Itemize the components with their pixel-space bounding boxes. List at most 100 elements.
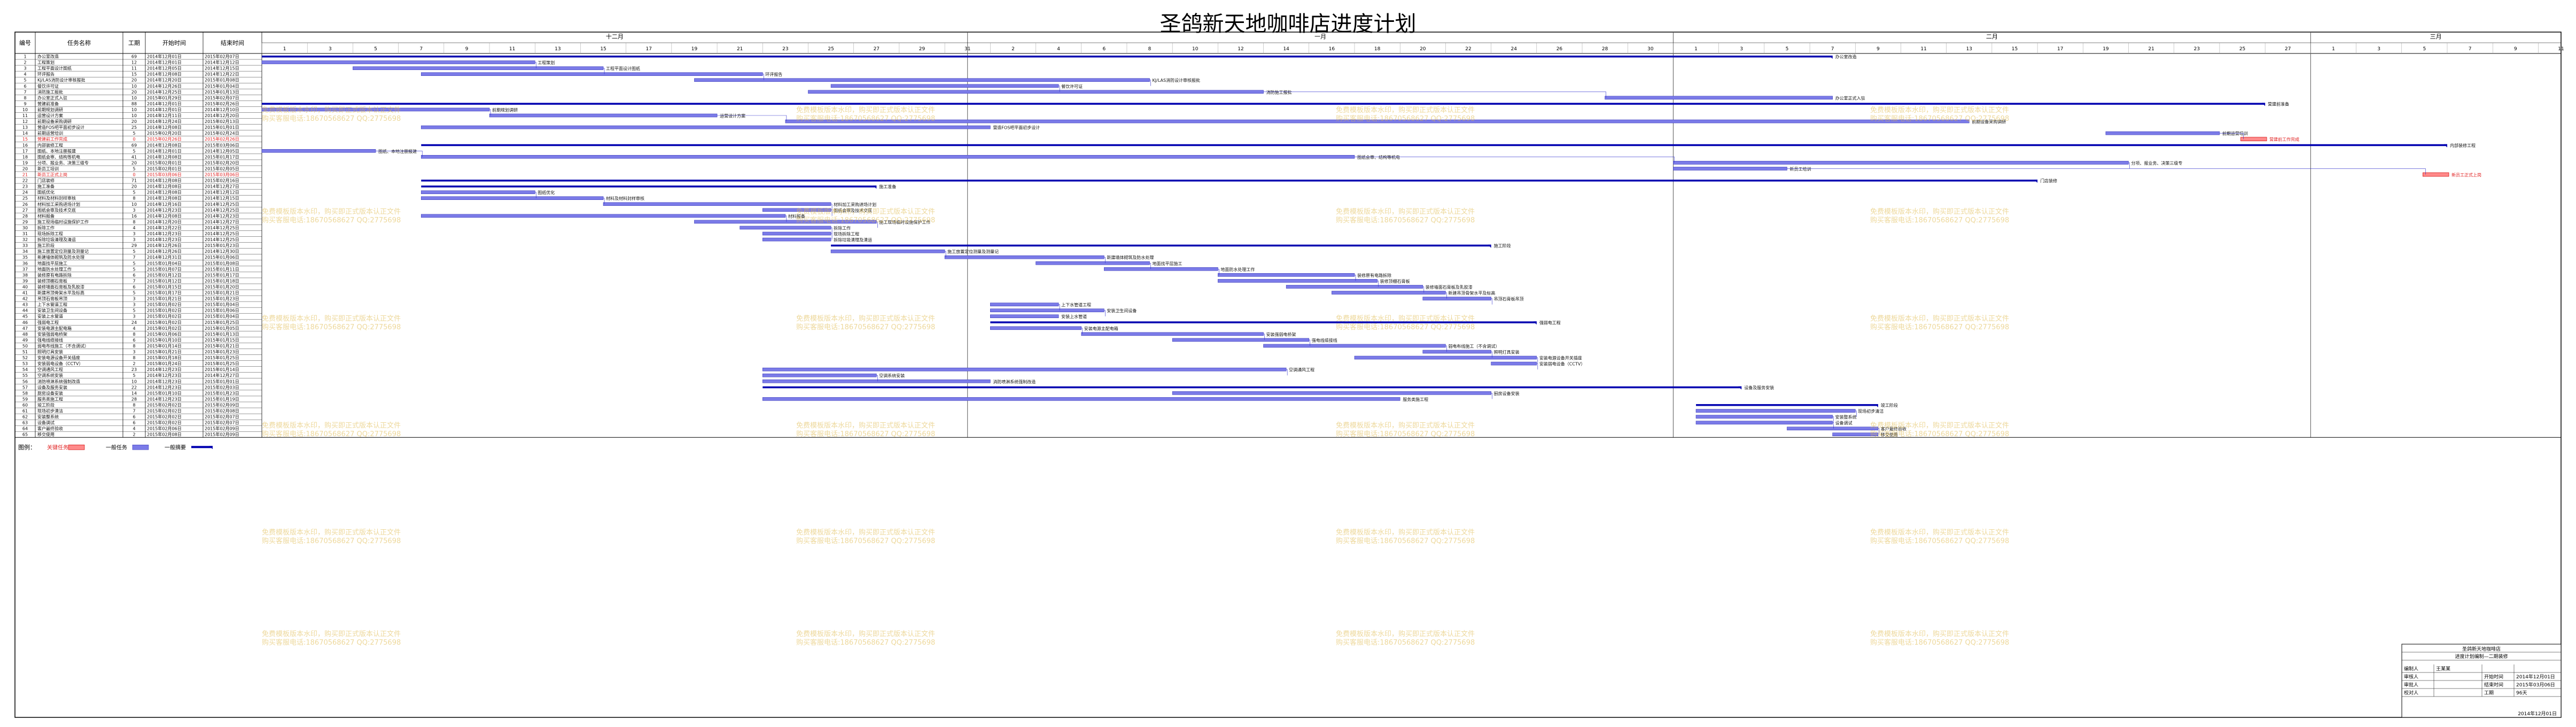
bar-label: 设备及服务安装 xyxy=(1744,385,1774,390)
task-duration: 20 xyxy=(131,90,137,95)
task-start: 2015年02月02日 xyxy=(147,414,182,420)
watermark-line1: 免费模板版本水印，购买即正式版本认正文件 xyxy=(1870,314,2009,323)
watermark-line1: 免费模板版本水印，购买即正式版本认正文件 xyxy=(1336,528,1475,537)
task-duration: 8 xyxy=(133,355,135,360)
task-bar xyxy=(785,119,1970,123)
day-label: 17 xyxy=(2057,47,2063,52)
day-label: 28 xyxy=(1602,47,1608,52)
bar-label: 安装强弱电桥架 xyxy=(1266,331,1296,337)
day-label: 5 xyxy=(374,47,377,52)
bar-label: 营建前准备 xyxy=(2268,101,2289,106)
bar-label: KJ/LAS消防设计审核报批 xyxy=(1153,78,1201,83)
bar-label: 图纸、本地注册报建 xyxy=(378,149,417,154)
task-name: 吊顶石膏板吊顶 xyxy=(37,296,67,301)
task-start: 2015年02月01日 xyxy=(147,160,182,165)
info-cell: 编制人 xyxy=(2404,666,2418,672)
task-duration: 88 xyxy=(131,102,137,106)
task-bar xyxy=(261,149,376,153)
task-end: 2015年01月20日 xyxy=(205,284,239,289)
task-bar xyxy=(1695,421,1833,424)
task-duration: 16 xyxy=(131,214,137,219)
task-bar xyxy=(1286,285,1423,289)
task-duration: 5 xyxy=(133,166,135,171)
bar-label: 地面找平层施工 xyxy=(1153,261,1182,266)
task-end: 2014年12月27日 xyxy=(205,184,239,189)
task-bar xyxy=(421,155,1355,159)
day-label: 3 xyxy=(329,47,332,52)
task-name: KJ/LAS消防设计审核报批 xyxy=(37,78,85,83)
task-id: 26 xyxy=(22,202,28,207)
task-duration: 8 xyxy=(133,196,135,201)
task-duration: 25 xyxy=(131,125,137,130)
task-start: 2015年01月12日 xyxy=(147,278,182,283)
task-name: 营造FOS吧平面初步设计 xyxy=(37,125,84,130)
day-label: 19 xyxy=(2103,47,2109,52)
day-label: 8 xyxy=(1148,47,1151,52)
task-bar xyxy=(421,196,604,200)
bar-label: 环评报告 xyxy=(765,72,782,77)
task-start: 2015年01月10日 xyxy=(147,337,182,343)
task-id: 43 xyxy=(22,303,28,307)
task-start: 2014年12月23日 xyxy=(147,396,182,401)
task-id: 64 xyxy=(22,427,28,431)
task-bar xyxy=(1673,161,2129,165)
task-name: 营建前工作完成 xyxy=(37,136,67,142)
task-end: 2015年01月15日 xyxy=(205,337,239,343)
task-duration: 6 xyxy=(133,421,135,426)
task-name: 装修墙面石膏板及乳胶漆 xyxy=(37,284,84,289)
task-duration: 10 xyxy=(131,379,137,384)
watermark-line1: 免费模板版本水印，购买即正式版本认正文件 xyxy=(1870,106,2009,114)
day-label: 2 xyxy=(1011,47,1015,52)
task-start: 2015年01月02日 xyxy=(147,302,182,307)
task-name: 安装卫生间设备 xyxy=(37,308,67,313)
task-bar xyxy=(762,373,877,377)
bar-label: 移交使用 xyxy=(1881,432,1898,437)
bar-label: 安装上水管道 xyxy=(1061,314,1087,319)
task-start: 2015年02月26日 xyxy=(147,136,182,142)
task-end: 2015年02月07日 xyxy=(205,414,239,420)
day-label: 29 xyxy=(919,47,925,52)
summary-end-cap xyxy=(2262,103,2266,106)
bar-label: 装修顶棚石膏板 xyxy=(1380,279,1410,284)
task-duration: 20 xyxy=(131,78,137,83)
watermark-line2: 购买客服电话:18670568627 QQ:2775698 xyxy=(1336,216,1475,225)
bar-label: 前期规划调研 xyxy=(492,107,518,112)
task-name: 图纸会审、结构等机电 xyxy=(37,154,80,159)
task-end: 2015年01月01日 xyxy=(205,125,239,130)
task-start: 2015年02月02日 xyxy=(147,420,182,426)
task-end: 2015年01月06日 xyxy=(205,308,239,313)
task-bar xyxy=(762,231,831,236)
task-duration: 24 xyxy=(131,320,137,325)
watermark-line2: 购买客服电话:18670568627 QQ:2775698 xyxy=(262,323,401,331)
task-id: 23 xyxy=(22,184,28,189)
task-duration: 20 xyxy=(131,160,137,165)
legend-critical-swatch xyxy=(68,444,85,450)
task-end: 2015年02月09日 xyxy=(205,426,239,431)
task-end: 2015年01月11日 xyxy=(205,266,239,272)
task-duration: 3 xyxy=(133,314,135,319)
task-duration: 5 xyxy=(133,249,135,254)
day-label: 11 xyxy=(2558,47,2564,52)
dependency-line xyxy=(1104,310,1106,316)
task-bar xyxy=(1104,267,1218,271)
summary-bar xyxy=(762,386,1742,389)
task-end: 2015年02月26日 xyxy=(205,136,239,142)
task-end: 2015年01月23日 xyxy=(205,243,239,248)
task-start: 2014年12月20日 xyxy=(147,219,182,225)
task-end: 2015年02月09日 xyxy=(205,402,239,407)
task-start: 2014年12月25日 xyxy=(147,89,182,95)
task-id: 10 xyxy=(22,107,28,112)
summary-end-cap xyxy=(1533,321,1537,325)
task-start: 2014年12月01日 xyxy=(147,60,182,65)
bar-label: 客户最终验收 xyxy=(1881,426,1906,431)
task-end: 2014年12月12日 xyxy=(205,60,239,65)
task-id: 37 xyxy=(22,267,28,272)
dependency-line xyxy=(1149,80,1151,86)
info-cell: 工期 xyxy=(2484,690,2494,696)
task-name: 新建吊顶骨架水平及标高 xyxy=(37,290,84,296)
summary-end-cap xyxy=(2034,180,2038,183)
task-id: 36 xyxy=(22,261,28,266)
task-start: 2014年12月23日 xyxy=(147,384,182,390)
bar-label: 施工现场临时设施保护工作 xyxy=(879,219,930,225)
